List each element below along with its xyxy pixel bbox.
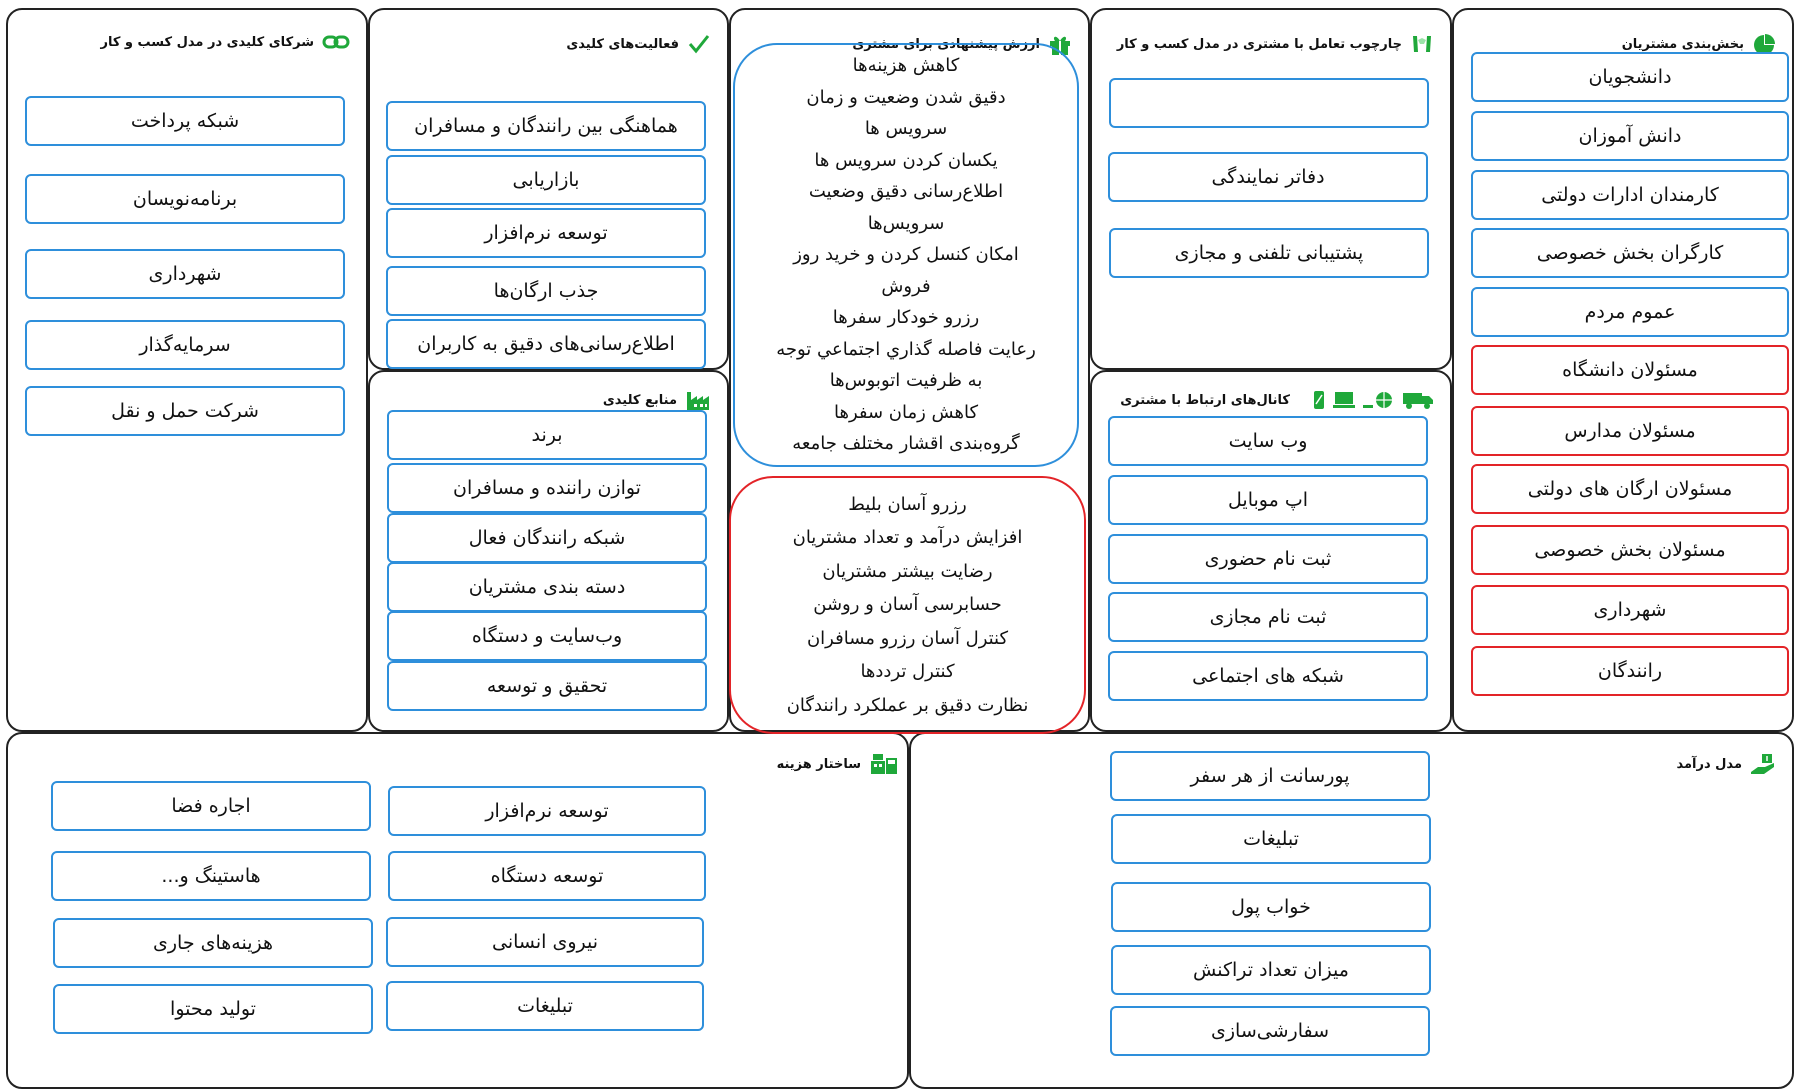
cost-item-box: توسعه دستگاه bbox=[388, 851, 706, 901]
value-line: فروش bbox=[881, 275, 931, 297]
key-activities-header: فعالیت‌های کلیدی bbox=[566, 32, 711, 56]
cost-item-box: هاستینگ و... bbox=[51, 851, 371, 901]
customer-segment-box: مسئولان بخش خصوصی bbox=[1471, 525, 1789, 575]
link-icon bbox=[322, 32, 350, 52]
globe-icon bbox=[1363, 392, 1392, 408]
value-line: یکسان کردن سرویس ها bbox=[814, 149, 998, 171]
customer-segment-box: مسئولان ارگان های دولتی bbox=[1471, 464, 1789, 514]
key-resources-title: منابع کلیدی bbox=[602, 392, 677, 408]
key-resource-box: دسته بندی مشتریان bbox=[387, 562, 707, 612]
key-partner-box: سرمایه‌گذار bbox=[25, 320, 345, 370]
channel-icons bbox=[1298, 390, 1434, 410]
channel-box: ثبت نام حضوری bbox=[1108, 534, 1428, 584]
cost-item-box: نیروی انسانی bbox=[386, 917, 704, 967]
customer-segment-box: عموم مردم bbox=[1471, 287, 1789, 337]
key-resource-box: تحقیق و توسعه bbox=[387, 661, 707, 711]
cost-item-box: هزینه‌های جاری bbox=[53, 918, 373, 968]
value-line: کنترل آسان رزرو مسافران bbox=[806, 627, 1009, 649]
value-line: سرویس ها bbox=[864, 118, 948, 140]
customer-relationship-box bbox=[1109, 78, 1429, 128]
customer-segment-box: رانندگان bbox=[1471, 646, 1789, 696]
value-line: کاهش هزینه‌ها bbox=[852, 55, 960, 77]
revenue-streams-header: مدل درآمد bbox=[1676, 752, 1776, 776]
cost-item-box: اجاره فضا bbox=[51, 781, 371, 831]
value-line: اطلاع‌رسانی دقیق وضعیت bbox=[808, 181, 1004, 203]
key-resource-box: توازن راننده و مسافران bbox=[387, 463, 707, 513]
value-line: رزرو خودکار سفرها bbox=[832, 307, 980, 329]
channel-box: شبکه های اجتماعی bbox=[1108, 651, 1428, 701]
revenue-item-box: سفارشی‌سازی bbox=[1110, 1006, 1430, 1056]
cost-item-box: توسعه نرم‌افزار bbox=[388, 786, 706, 836]
revenue-item-box: میزان تعداد تراکنش bbox=[1111, 945, 1431, 995]
customer-segment-box: شهرداری bbox=[1471, 585, 1789, 635]
customer-segment-box: کارگران بخش خصوصی bbox=[1471, 228, 1789, 278]
key-partners-title: شرکای کلیدی در مدل کسب و کار bbox=[100, 34, 314, 50]
checkmark-icon bbox=[687, 32, 711, 56]
revenue-streams-title: مدل درآمد bbox=[1676, 756, 1742, 772]
revenue-item-box: خواب پول bbox=[1111, 882, 1431, 932]
cost-item-box: تبلیغات bbox=[386, 981, 704, 1031]
customer-value-block: کاهش هزینه‌ها دقیق شدن وضعیت و زمان سروی… bbox=[733, 43, 1079, 467]
value-line: کاهش زمان سفرها bbox=[833, 401, 979, 423]
customer-relationships-header: چارچوب تعامل با مشتری در مدل کسب و کار bbox=[1117, 32, 1434, 56]
customer-segment-box: دانشجویان bbox=[1471, 52, 1789, 102]
value-line: رعایت فاصله گذاري اجتماعي توجه bbox=[776, 338, 1036, 360]
channels-header: کانال‌های ارتباط با مشتری bbox=[1120, 390, 1434, 410]
key-partner-box: شبکه پرداخت bbox=[25, 96, 345, 146]
truck-icon bbox=[1403, 393, 1433, 409]
revenue-item-box: پورسانت از هر سفر bbox=[1110, 751, 1430, 801]
value-line: رزرو آسان بلیط bbox=[848, 493, 967, 515]
revenue-item-box: تبلیغات bbox=[1111, 814, 1431, 864]
customer-relationship-box: پشتیبانی تلفنی و مجازی bbox=[1109, 228, 1429, 278]
channels-title: کانال‌های ارتباط با مشتری bbox=[1120, 392, 1290, 408]
key-activity-box: هماهنگی بین رانندگان و مسافران bbox=[386, 101, 706, 151]
cost-structure-title: ساختار هزینه bbox=[776, 756, 861, 772]
key-partner-box: شرکت حمل و نقل bbox=[25, 386, 345, 436]
key-resources-header: منابع کلیدی bbox=[603, 388, 711, 412]
key-activity-box: اطلاع‌رسانی‌های دقیق به کاربران bbox=[386, 319, 706, 369]
key-activity-box: بازاریابی bbox=[386, 155, 706, 205]
value-line: امکان کنسل کردن و خرید روز bbox=[793, 244, 1019, 266]
value-line: دقیق شدن وضعیت و زمان bbox=[806, 86, 1006, 108]
customer-segments-header: بخش‌بندی مشتریان bbox=[1622, 32, 1776, 56]
cost-structure-header: ساختار هزینه bbox=[777, 752, 899, 776]
handshake-icon bbox=[1410, 32, 1434, 56]
value-line: حسابرسی آسان و روشن bbox=[813, 594, 1002, 616]
channel-box: وب سایت bbox=[1108, 416, 1428, 466]
value-line: رضایت بیشتر مشتریان bbox=[822, 560, 993, 582]
laptop-icon bbox=[1333, 392, 1355, 408]
cost-item-box: تولید محتوا bbox=[53, 984, 373, 1034]
key-partners-header: شرکای کلیدی در مدل کسب و کار bbox=[100, 32, 350, 52]
phone-icon bbox=[1314, 391, 1324, 409]
money-hand-icon bbox=[1750, 752, 1776, 776]
key-activities-title: فعالیت‌های کلیدی bbox=[566, 36, 679, 52]
value-line: گروه‌بندی اقشار مختلف جامعه bbox=[792, 433, 1020, 455]
key-partner-box: شهرداری bbox=[25, 249, 345, 299]
value-line: نظارت دقیق بر عملکرد رانندگان bbox=[786, 694, 1029, 716]
customer-relationship-box: دفاتر نمایندگی bbox=[1108, 152, 1428, 202]
value-line: افزایش درآمد و تعداد مشتریان bbox=[792, 527, 1023, 549]
customer-segment-box: کارمندان ادارات دولتی bbox=[1471, 170, 1789, 220]
customer-segments-title: بخش‌بندی مشتریان bbox=[1621, 36, 1744, 52]
key-activity-box: جذب ارگان‌ها bbox=[386, 266, 706, 316]
channel-box: اپ موبایل bbox=[1108, 475, 1428, 525]
cash-register-icon bbox=[869, 752, 899, 776]
key-resource-box: برند bbox=[387, 410, 707, 460]
key-activity-box: توسعه نرم‌افزار bbox=[386, 208, 706, 258]
value-propositions-panel: ارزش پیشنهادی برای مشتری bbox=[729, 8, 1090, 732]
key-resource-box: شبکه رانندگان فعال bbox=[387, 513, 707, 563]
key-partner-box: برنامه‌نویسان bbox=[25, 174, 345, 224]
value-line: کنترل ترددها bbox=[860, 661, 955, 683]
organization-value-block: رزرو آسان بلیط افزایش درآمد و تعداد مشتر… bbox=[729, 476, 1086, 734]
value-line: به ظرفیت اتوبوس‌ها bbox=[829, 370, 983, 392]
customer-segment-box: مسئولان مدارس bbox=[1471, 406, 1789, 456]
customer-relationships-title: چارچوب تعامل با مشتری در مدل کسب و کار bbox=[1116, 36, 1402, 52]
customer-segment-box: دانش آموزان bbox=[1471, 111, 1789, 161]
factory-icon bbox=[685, 388, 711, 412]
customer-segment-box: مسئولان دانشگاه bbox=[1471, 345, 1789, 395]
value-line: سرویس‌ها bbox=[867, 212, 945, 234]
pie-chart-icon bbox=[1752, 32, 1776, 56]
channel-box: ثبت نام مجازی bbox=[1108, 592, 1428, 642]
key-resource-box: وب‌سایت و دستگاه bbox=[387, 611, 707, 661]
